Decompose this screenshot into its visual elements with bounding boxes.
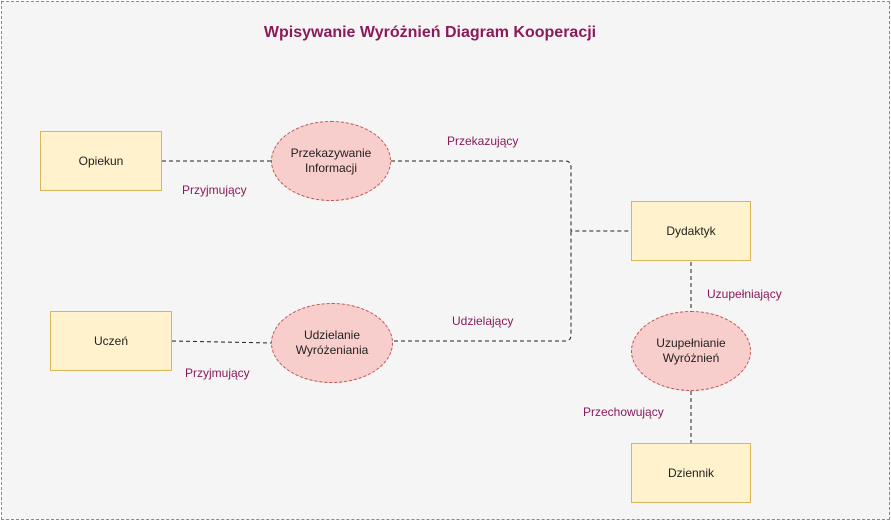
edge-udzielanie-dydaktyk xyxy=(394,231,572,342)
edge-uczen-udzielanie xyxy=(171,340,272,344)
process-label-line2: Wyróżnień xyxy=(662,351,720,365)
process-label-line1: Przekazywanie xyxy=(290,146,372,160)
diagram-title: Wpisywanie Wyróżnień Diagram Kooperacji xyxy=(263,24,597,41)
edge-przekazywanie-dydaktyk xyxy=(391,160,631,232)
actor-dziennik[interactable]: Dziennik xyxy=(631,443,751,503)
edge-label-przyjmujacy-uczen: Przyjmujący xyxy=(185,366,250,380)
process-label-line2: Wyróżeniania xyxy=(295,343,369,357)
edge-label-przekazujacy: Przekazujący xyxy=(447,134,519,148)
actor-dydaktyk[interactable]: Dydaktyk xyxy=(631,201,751,261)
edge-label-przechowujacy: Przechowujący xyxy=(583,405,664,419)
process-label-line2: Informacji xyxy=(304,161,357,175)
actor-opiekun[interactable]: Opiekun xyxy=(40,131,162,191)
edge-label-uzupelniajacy: Uzupełniający xyxy=(707,287,782,301)
actor-label: Dziennik xyxy=(667,466,715,480)
process-uzupelnianie-wyroznien[interactable]: Uzupełnianie Wyróżnień xyxy=(631,311,751,391)
edge-label-przyjmujacy-opiekun: Przyjmujący xyxy=(182,183,247,197)
edge-label-udzielajacy: Udzielający xyxy=(452,314,514,328)
process-udzielanie-wyroznienia[interactable]: Udzielanie Wyróżeniania xyxy=(271,303,393,383)
actor-label: Opiekun xyxy=(78,154,124,168)
actor-label: Dydaktyk xyxy=(666,224,716,238)
actor-uczen[interactable]: Uczeń xyxy=(50,311,172,371)
process-przekazywanie-informacji[interactable]: Przekazywanie Informacji xyxy=(271,121,391,201)
process-label-line1: Udzielanie xyxy=(303,328,361,342)
process-label-line1: Uzupełnianie xyxy=(656,336,726,350)
actor-label: Uczeń xyxy=(93,334,128,348)
